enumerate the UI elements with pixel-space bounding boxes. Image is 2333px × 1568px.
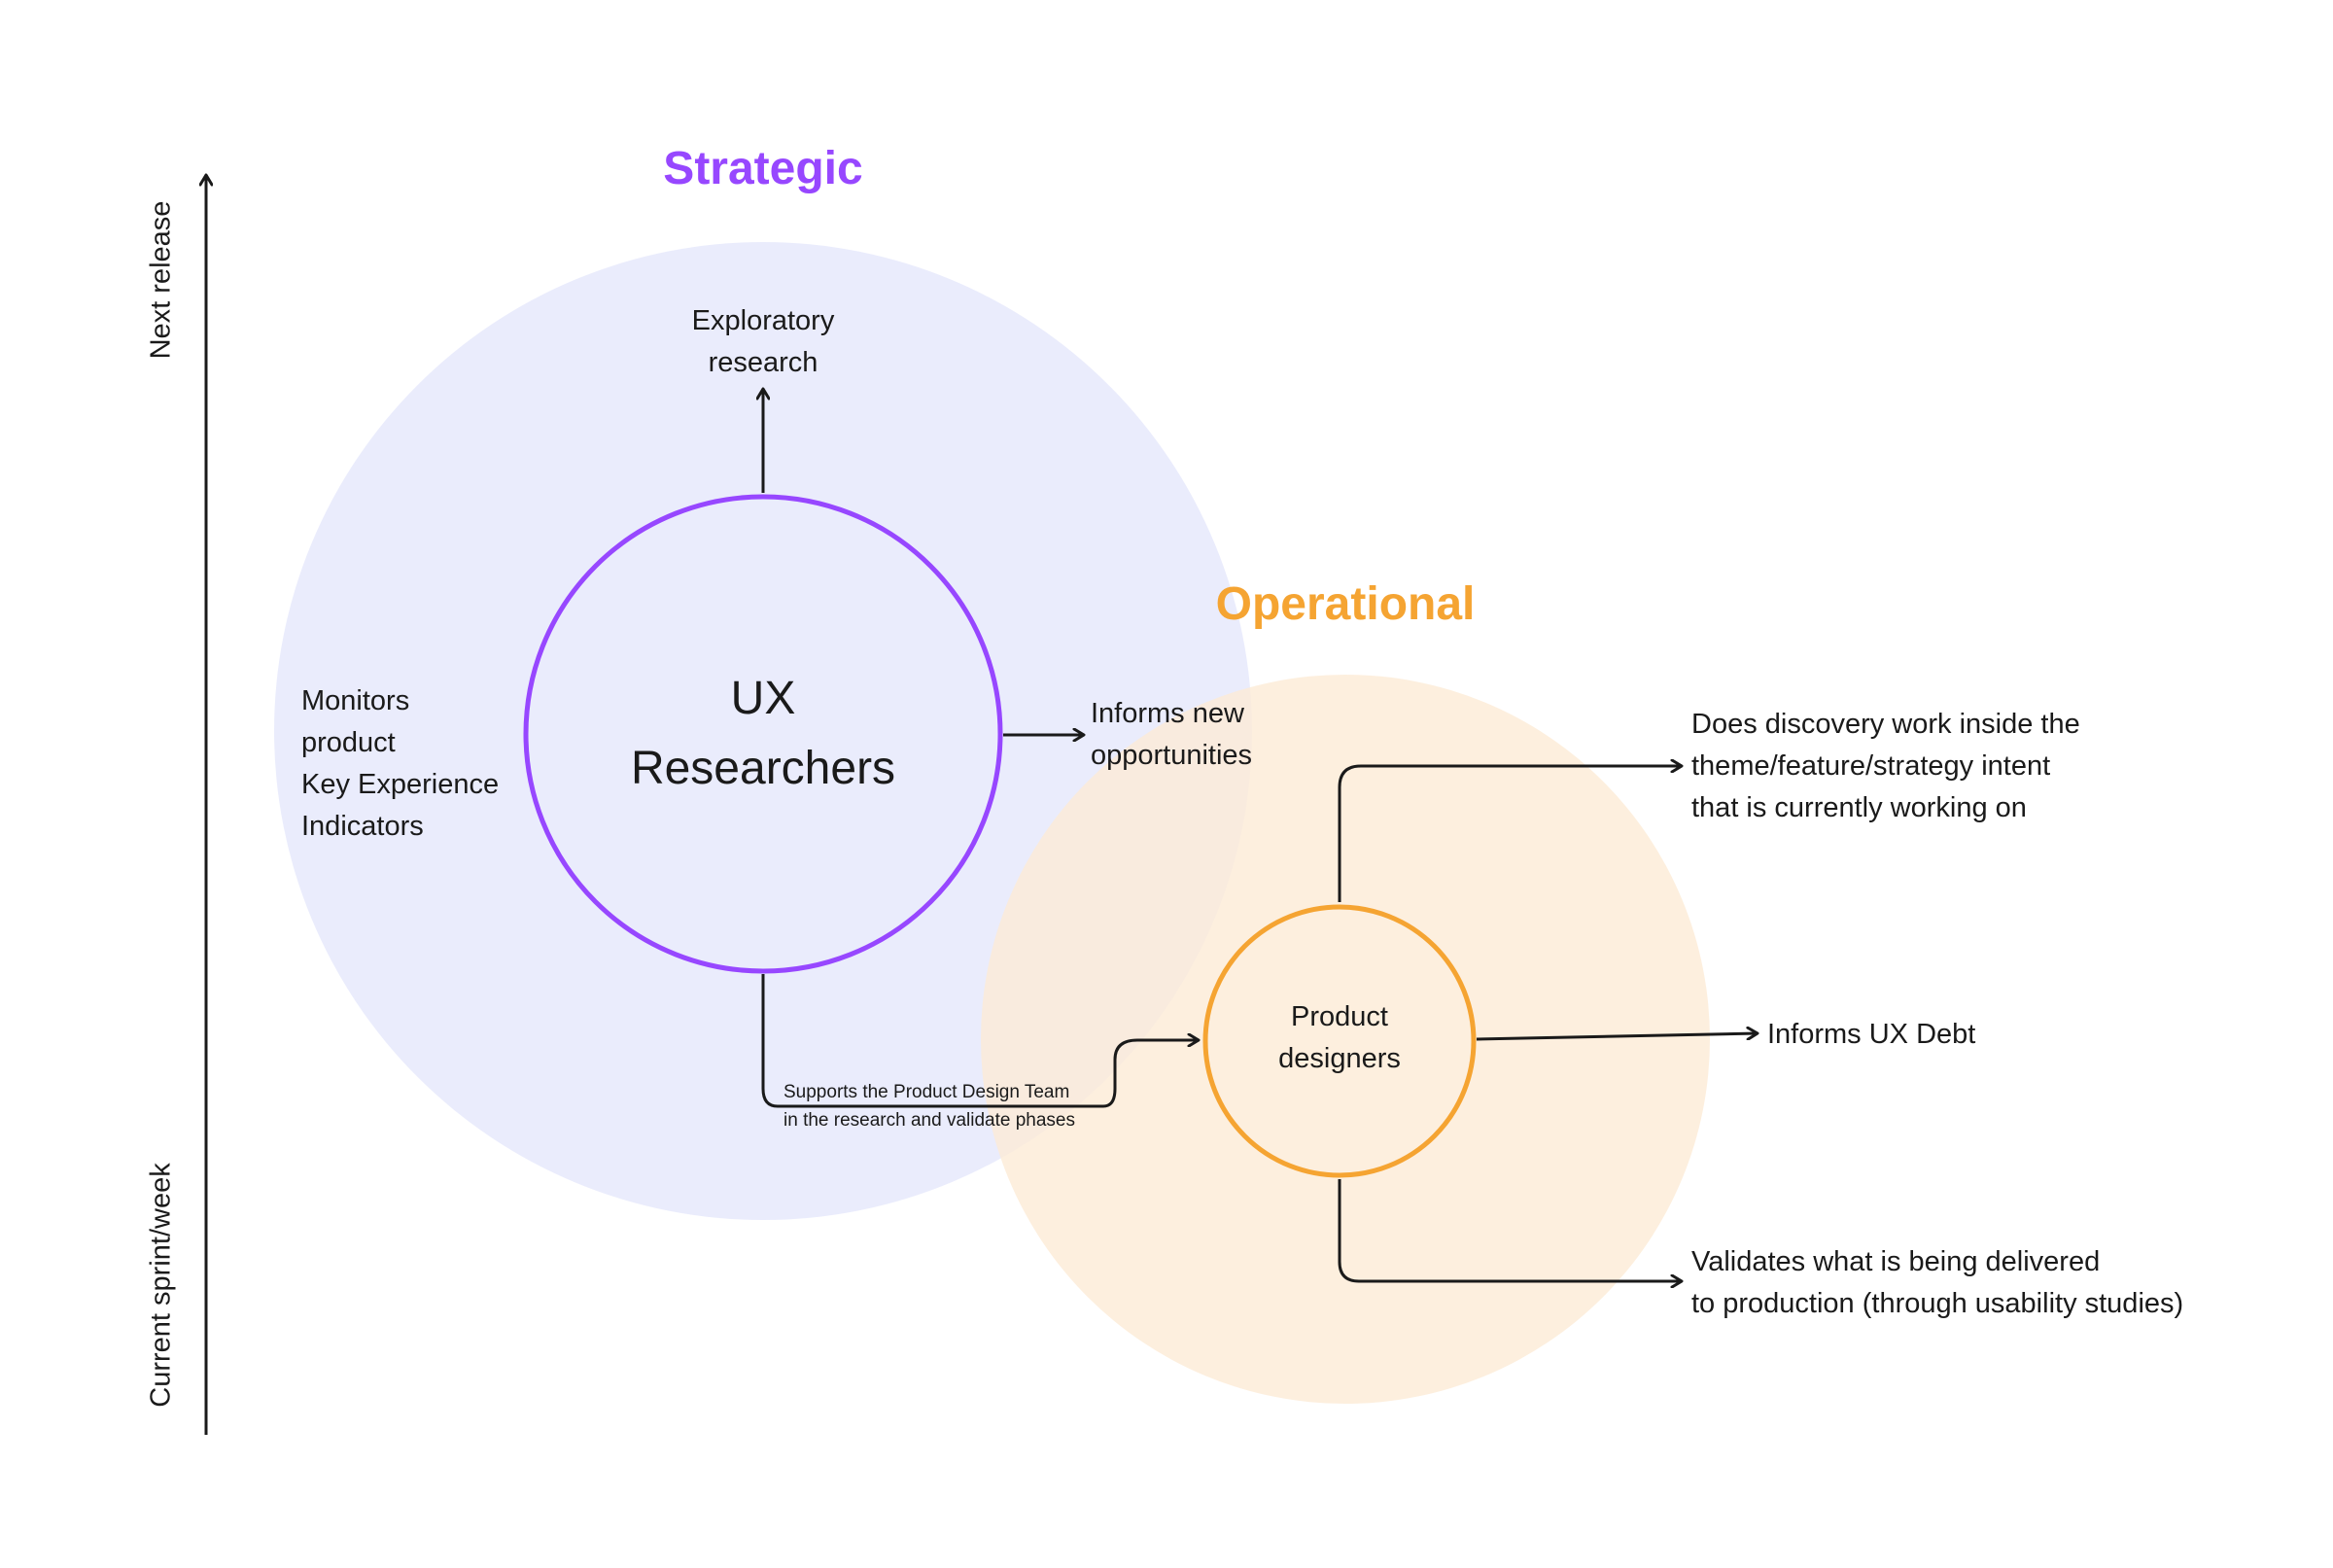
ux-researchers-node[interactable] <box>523 494 1003 974</box>
informs-opportunities-label: Informs new opportunities <box>1091 698 1253 771</box>
discovery-label: Does discovery work inside the theme/fea… <box>1691 709 2080 823</box>
ux-debt-label: Informs UX Debt <box>1767 1019 1976 1050</box>
supports-label: Supports the Product Design Team in the … <box>783 1082 1075 1131</box>
ux-debt-arrow <box>1476 1033 1758 1041</box>
operational-heading: Operational <box>1215 578 1476 630</box>
axis-label-current-sprint: Current sprint/week <box>145 1163 177 1408</box>
axis-label-next-release: Next release <box>145 200 177 360</box>
product-designers-node[interactable] <box>1202 904 1477 1178</box>
monitors-label: Monitors product Key Experience Indicato… <box>301 685 500 842</box>
exploratory-research-label: Exploratory research <box>691 305 835 378</box>
ux-researchers-label: UX Researchers <box>630 673 896 794</box>
validates-label: Validates what is being delivered to pro… <box>1691 1246 2184 1319</box>
discovery-connector <box>1338 766 1682 902</box>
operational-zone <box>981 675 1710 1404</box>
strategic-heading: Strategic <box>663 143 863 194</box>
supports-connector <box>761 974 1199 1108</box>
product-designers-label: Product designers <box>1278 1001 1401 1074</box>
validates-connector <box>1338 1179 1682 1281</box>
